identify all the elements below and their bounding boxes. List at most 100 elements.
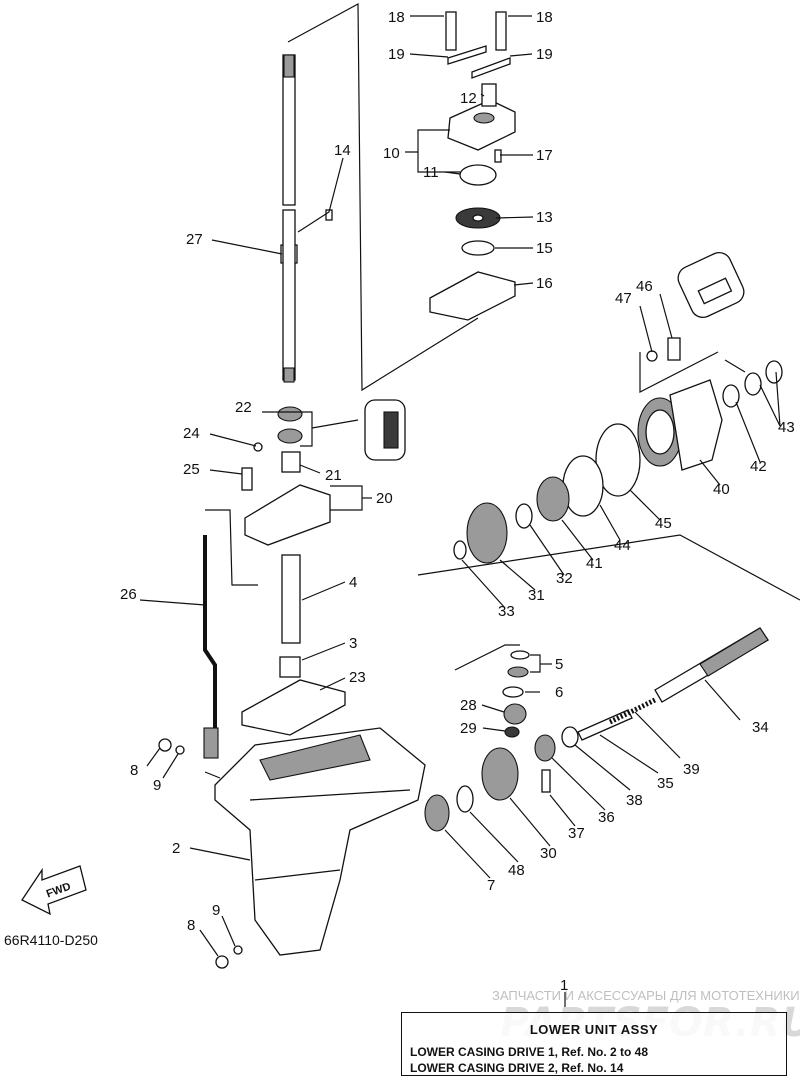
callout-22: 22 [235,399,252,416]
oil-seal-housing[interactable] [244,484,331,546]
collar-21[interactable] [281,451,301,473]
bolt-8-upper[interactable] [158,738,172,752]
shim-48[interactable] [456,785,474,813]
shim-6[interactable] [502,686,524,698]
shim-32[interactable] [515,503,533,529]
callout-13: 13 [536,209,553,226]
ring-38[interactable] [561,726,579,748]
callout-12: 12 [460,90,477,107]
bearing-5[interactable] [507,666,529,678]
callout-9-lower: 9 [212,902,220,919]
dowel-pin-17[interactable] [494,149,502,163]
washer-47[interactable] [646,350,658,362]
callout-4: 4 [349,574,357,591]
callout-37: 37 [568,825,585,842]
callout-14: 14 [334,142,351,159]
callout-43: 43 [778,419,795,436]
callout-35: 35 [657,775,674,792]
washer-9-upper[interactable] [175,745,185,755]
callout-31: 31 [528,587,545,604]
ball-bearing-41[interactable] [536,476,570,522]
callout-47: 47 [615,290,632,307]
water-pump-housing[interactable] [447,99,516,151]
nut-29[interactable] [504,726,520,738]
pump-bolt-left[interactable] [445,11,457,51]
dog-clutch-36[interactable] [534,734,556,762]
callout-18-left: 18 [388,9,405,26]
callout-19-left: 19 [388,46,405,63]
gasket-23[interactable] [241,679,346,736]
sleeve-4[interactable] [281,554,301,644]
callout-2: 2 [172,840,180,857]
callout-7: 7 [487,877,495,894]
forward-gear-30[interactable] [481,747,519,801]
gg-sealant-symbol-left [364,399,406,461]
callout-32: 32 [556,570,573,587]
callout-16: 16 [536,275,553,292]
reverse-gear-31[interactable] [466,502,508,564]
callout-25: 25 [183,461,200,478]
spring-39[interactable] [608,697,657,725]
callout-19-right: 19 [536,46,553,63]
callout-18-right: 18 [536,9,553,26]
callout-40: 40 [713,481,730,498]
bearing-42[interactable] [722,384,740,408]
bolt-46[interactable] [667,337,681,361]
callout-48: 48 [508,862,525,879]
title-box: LOWER UNIT ASSY LOWER CASING DRIVE 1, Re… [401,1012,787,1076]
washer-9-lower[interactable] [233,945,243,955]
impeller[interactable] [455,207,501,229]
pinion-28[interactable] [503,703,527,725]
group-frame-lines [204,2,800,779]
pump-plate-right[interactable] [471,57,511,79]
callout-numbers: 18 18 19 19 12 10 17 11 13 15 16 14 27 4… [120,9,795,994]
bolt-8-lower[interactable] [215,955,229,969]
thrust-washer-33[interactable] [453,540,467,560]
title-line-1: LOWER CASING DRIVE 1, Ref. No. 2 to 48 [410,1045,649,1059]
fwd-arrow: FWD [21,865,87,916]
callout-27: 27 [186,231,203,248]
oil-seal-upper[interactable] [277,406,303,422]
o-ring-15[interactable] [461,240,495,256]
callout-41: 41 [586,555,603,572]
o-ring-44[interactable] [562,455,604,517]
lower-casing[interactable] [214,727,426,956]
callout-45: 45 [655,515,672,532]
callout-36: 36 [598,809,615,826]
oil-seal-lower[interactable] [277,428,303,444]
callout-30: 30 [540,845,557,862]
pin-37[interactable] [541,769,551,793]
oil-seal-43b[interactable] [765,360,783,384]
callout-39: 39 [683,761,700,778]
callout-24: 24 [183,425,200,442]
shift-plunger-35[interactable] [577,709,633,741]
callout-42: 42 [750,458,767,475]
o-ring-45[interactable] [595,423,641,497]
shift-rod[interactable] [203,535,219,759]
pump-plate-left[interactable] [447,45,487,65]
title-heading: LOWER UNIT ASSY [529,1022,659,1037]
pump-insert-collar[interactable] [481,83,497,107]
propeller-shaft-housing[interactable] [637,379,723,471]
pump-bolt-right[interactable] [495,11,507,51]
title-line-2: LOWER CASING DRIVE 2, Ref. No. 14 [410,1061,624,1075]
diagram-code: 66R4110-D250 [4,932,98,948]
callout-28: 28 [460,697,477,714]
taper-roller-bearing-7[interactable] [424,794,450,832]
callout-5: 5 [555,656,563,673]
washer-5[interactable] [510,650,530,660]
drive-shaft[interactable] [280,54,298,383]
pump-cartridge[interactable] [459,164,497,186]
bolt-25[interactable] [241,467,253,491]
outer-plate-cartridge[interactable] [429,271,516,321]
callout-6: 6 [555,684,563,701]
bushing-3[interactable] [279,656,301,678]
gg-sealant-symbol-right [677,251,745,319]
callout-44: 44 [614,537,631,554]
oil-seal-43a[interactable] [744,372,762,396]
callout-23: 23 [349,669,366,686]
dowel-pin-24[interactable] [253,442,263,452]
leader-lines [139,15,781,1012]
propeller-shaft[interactable] [654,627,769,703]
